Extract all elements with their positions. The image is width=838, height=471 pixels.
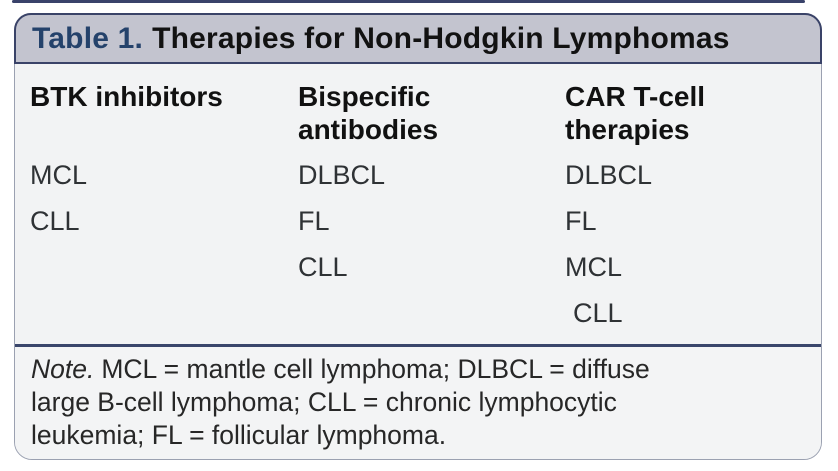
column-car-t-cell-therapies: CAR T-cell therapies DLBCL FL MCL CLL — [565, 80, 811, 344]
note-line: leukemia; FL = follicular lymphoma. — [31, 420, 447, 450]
note-line: Note.MCL = mantle cell lymphoma; DLBCL =… — [31, 353, 803, 386]
column-btk-inhibitors: BTK inhibitors MCL CLL — [30, 80, 298, 344]
note-line: large B-cell lymphoma; CLL = chronic lym… — [31, 387, 617, 417]
table-cell: FL — [298, 206, 330, 236]
table-body: BTK inhibitors MCL CLL Bispecific antibo… — [15, 64, 821, 344]
column-header: CAR T-cell therapies — [565, 81, 706, 145]
column-bispecific-antibodies: Bispecific antibodies DLBCL FL CLL — [298, 80, 565, 344]
table-cell: CLL — [30, 206, 80, 236]
table-note: Note.MCL = mantle cell lymphoma; DLBCL =… — [15, 344, 821, 459]
table-cell: MCL — [30, 160, 88, 190]
table-title: Therapies for Non-Hodgkin Lymphomas — [152, 21, 730, 55]
table-cell: FL — [565, 206, 597, 236]
table-cell: DLBCL — [565, 160, 653, 190]
table-cell: CLL — [298, 252, 348, 282]
top-rule-divider — [12, 0, 805, 3]
therapies-table: Table 1. Therapies for Non-Hodgkin Lymph… — [14, 13, 822, 460]
column-header: BTK inhibitors — [30, 81, 223, 112]
table-header-bar: Table 1. Therapies for Non-Hodgkin Lymph… — [14, 13, 822, 64]
table-cell: DLBCL — [298, 160, 386, 190]
note-label: Note. — [31, 354, 95, 384]
table-number-label: Table 1. — [32, 21, 144, 55]
table-cell: CLL — [573, 298, 623, 328]
note-text: MCL = mantle cell lymphoma; DLBCL = diff… — [101, 354, 650, 384]
table-cell: MCL — [565, 252, 623, 282]
column-header: Bispecific antibodies — [298, 81, 439, 145]
